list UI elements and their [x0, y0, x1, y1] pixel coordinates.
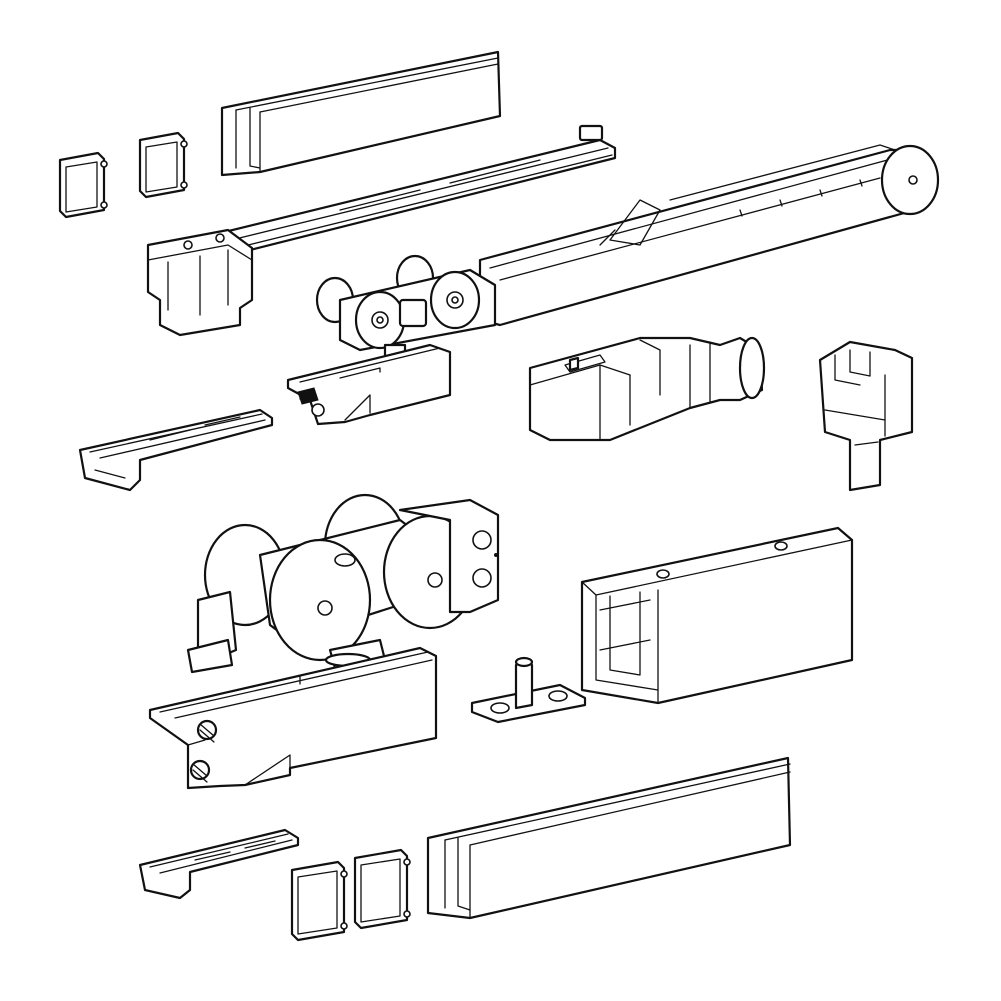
top-end-cap-right	[138, 131, 188, 199]
small-hanger-plate	[286, 343, 452, 426]
damper-unit	[528, 336, 766, 442]
bottom-end-cap-left	[290, 860, 348, 942]
track-section	[580, 526, 854, 705]
top-end-cap-left	[58, 151, 108, 219]
bottom-rail-profile	[426, 756, 792, 920]
small-carriage	[315, 254, 497, 363]
small-stopper	[78, 408, 274, 492]
large-hanger-plate	[148, 646, 438, 790]
top-rail-profile	[220, 50, 502, 177]
large-carriage	[186, 493, 500, 674]
mounting-block	[146, 228, 254, 337]
floor-guide	[818, 340, 914, 492]
damper-rail-right	[478, 144, 940, 327]
guide-pin	[470, 656, 587, 724]
bottom-end-cap-right	[353, 848, 411, 930]
bottom-stopper	[138, 828, 300, 900]
